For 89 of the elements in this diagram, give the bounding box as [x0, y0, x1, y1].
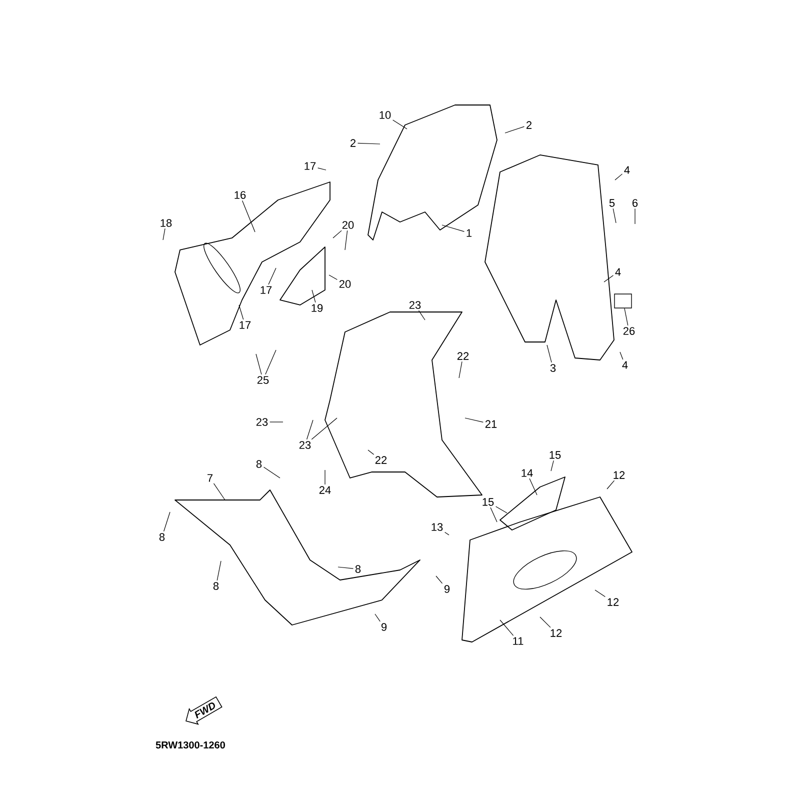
- callout-number: 11: [513, 637, 524, 645]
- part-code: 5RW1300-1260: [156, 741, 225, 749]
- callout-number: 19: [312, 304, 323, 312]
- callout-number: 17: [240, 321, 251, 329]
- callout-number: 12: [608, 598, 619, 606]
- callout-number: 22: [375, 456, 387, 464]
- leader-line: [442, 224, 465, 232]
- callout-number: 5: [609, 199, 615, 207]
- leader-line: [529, 478, 538, 496]
- callout-number: 8: [213, 582, 219, 590]
- leader-line: [612, 208, 616, 224]
- callout-number: 25: [257, 376, 269, 384]
- callout-number: 21: [485, 420, 497, 428]
- leader-line: [238, 304, 244, 320]
- callout-number: 2: [526, 121, 532, 129]
- callout-number: 4: [622, 361, 628, 369]
- callout-number: 23: [409, 301, 421, 309]
- leader-line: [263, 466, 280, 478]
- leader-line: [268, 268, 276, 285]
- callout-number: 17: [304, 162, 316, 170]
- callout-number: 3: [550, 364, 556, 372]
- leader-line: [458, 361, 462, 378]
- callout-number: 23: [299, 441, 311, 449]
- leader-line: [306, 420, 314, 440]
- leader-line: [392, 120, 408, 130]
- leader-line: [357, 142, 380, 144]
- callout-number: 20: [342, 221, 354, 229]
- sticker-drawing: [614, 294, 632, 308]
- callout-number: 9: [444, 585, 450, 593]
- leader-line: [606, 480, 615, 490]
- callout-number: 7: [208, 474, 212, 482]
- callout-number: 24: [319, 486, 331, 494]
- leader-line: [374, 614, 380, 622]
- leader-line: [464, 418, 484, 422]
- callout-number: 20: [339, 280, 351, 288]
- callout-number: 13: [432, 523, 443, 531]
- callout-number: 17: [260, 286, 272, 294]
- callout-number: 1: [466, 229, 472, 237]
- leader-line: [324, 470, 326, 485]
- leader-line: [328, 274, 338, 280]
- leader-line: [546, 344, 552, 363]
- leader-line: [496, 506, 508, 514]
- callout-number: 4: [624, 166, 630, 174]
- callout-number: 16: [234, 191, 246, 199]
- callout-number: 4: [615, 268, 621, 276]
- callout-number: 23: [256, 418, 268, 426]
- callout-number: 2: [350, 139, 356, 147]
- leader-line: [594, 590, 606, 598]
- callout-number: 26: [623, 327, 635, 335]
- leader-line: [624, 308, 628, 326]
- callout-number: 9: [381, 623, 387, 631]
- leader-line: [444, 532, 450, 536]
- leader-line: [162, 228, 166, 240]
- leader-line: [436, 576, 443, 584]
- leader-line: [620, 352, 624, 360]
- leader-line: [490, 507, 498, 522]
- leader-line: [242, 200, 256, 232]
- leader-line: [213, 483, 226, 500]
- callout-number: 12: [614, 471, 625, 479]
- leader-line: [500, 620, 514, 636]
- callout-number: 8: [355, 565, 361, 573]
- leader-line: [265, 350, 276, 375]
- leader-line: [634, 208, 636, 224]
- callout-number: 14: [522, 469, 533, 477]
- leader-line: [163, 512, 170, 532]
- leader-line: [311, 418, 338, 440]
- callout-number: 8: [256, 460, 262, 468]
- leader-line: [368, 450, 374, 455]
- callout-number: 8: [159, 533, 165, 541]
- leader-line: [216, 560, 222, 581]
- callout-number: 22: [457, 352, 469, 360]
- leader-line: [344, 230, 348, 250]
- leader-line: [550, 460, 554, 472]
- leader-line: [338, 566, 354, 569]
- leader-line: [504, 126, 525, 134]
- leader-line: [318, 168, 326, 170]
- leader-line: [614, 174, 623, 180]
- leader-line: [332, 230, 342, 238]
- leader-line: [604, 275, 614, 282]
- leader-line: [418, 310, 426, 320]
- callout-number: 15: [550, 451, 561, 459]
- leader-line: [312, 290, 316, 303]
- callout-number: 18: [160, 219, 172, 227]
- callout-number: 6: [632, 199, 638, 207]
- callout-number: 10: [380, 111, 391, 119]
- callout-number: 15: [482, 498, 494, 506]
- leader-line: [540, 616, 551, 628]
- callout-number: 12: [550, 629, 562, 637]
- leader-line: [256, 354, 262, 375]
